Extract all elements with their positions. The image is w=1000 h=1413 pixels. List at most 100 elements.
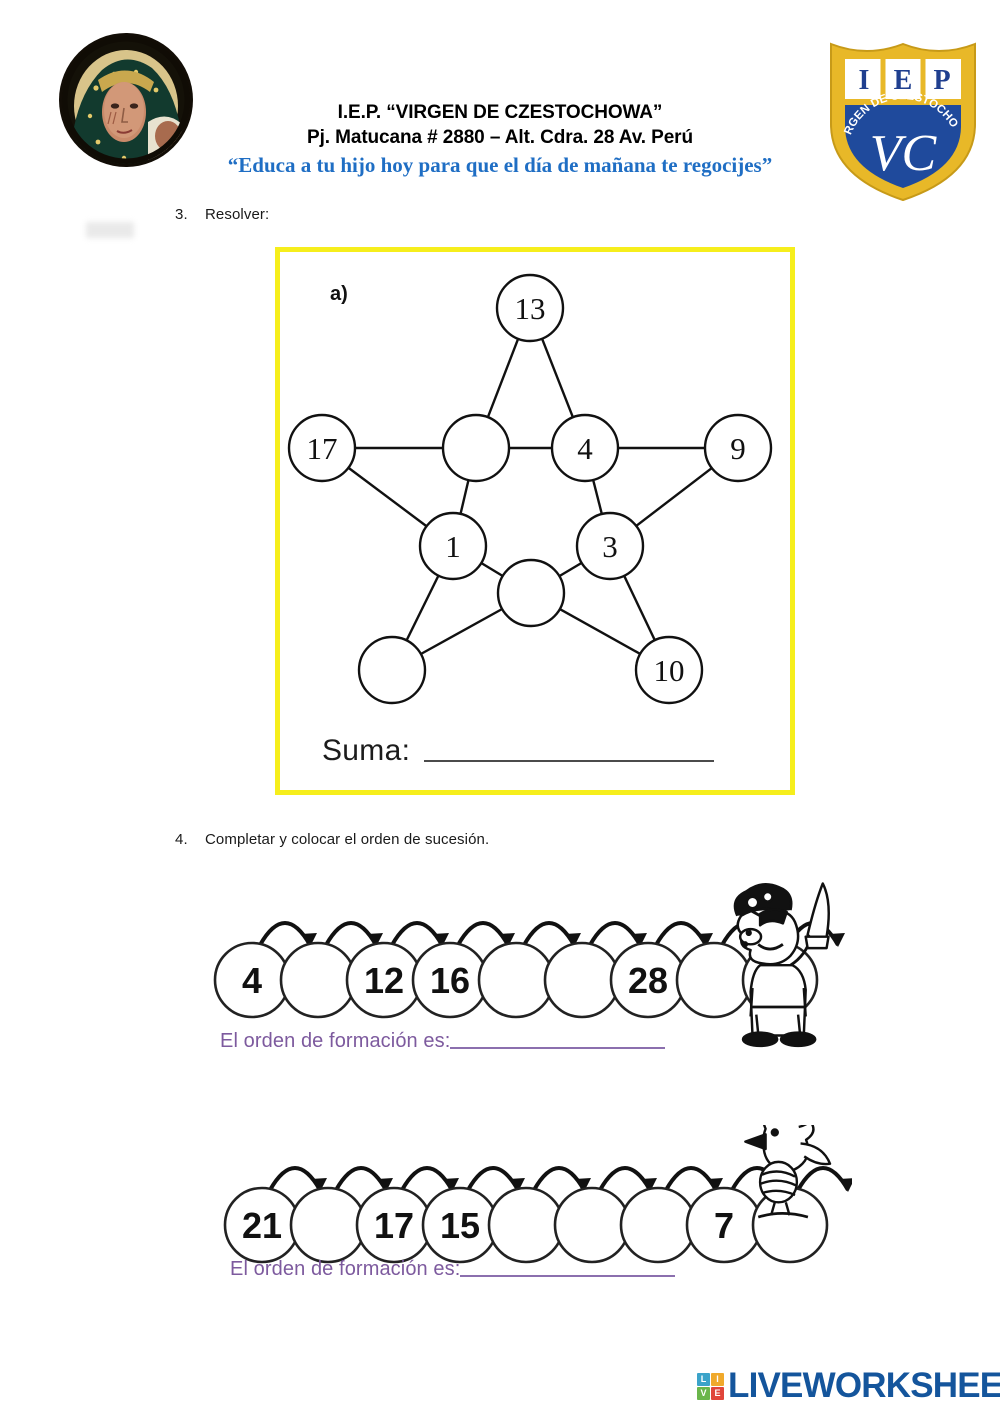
sequence-circle[interactable]: 21 bbox=[223, 1186, 301, 1264]
sequence-arrow-head bbox=[311, 1178, 327, 1192]
star-node-value: 13 bbox=[515, 291, 546, 326]
star-edge bbox=[635, 467, 713, 527]
sequence-arrow-head bbox=[499, 933, 515, 947]
sequence-arrow-head bbox=[631, 933, 647, 947]
sequence-circle[interactable] bbox=[619, 1186, 697, 1264]
sequence-circle[interactable] bbox=[543, 941, 621, 1019]
suma-answer-blank[interactable] bbox=[424, 760, 715, 762]
sequence-circle[interactable] bbox=[477, 941, 555, 1019]
star-node-top[interactable]: 13 bbox=[495, 273, 565, 343]
star-node-value: 3 bbox=[602, 529, 618, 564]
sequence-circle[interactable] bbox=[289, 1186, 367, 1264]
live-block-v: V bbox=[697, 1386, 710, 1400]
live-block-i: I bbox=[711, 1372, 724, 1386]
sequence-circle[interactable]: 16 bbox=[411, 941, 489, 1019]
sequence-arrow-head bbox=[565, 933, 581, 947]
liveworksheets-wordmark: LIVEWORKSHEETS bbox=[728, 1366, 1000, 1405]
star-node-bottom-left[interactable] bbox=[357, 635, 427, 705]
star-node-bottom-right[interactable]: 10 bbox=[634, 635, 704, 705]
school-motto: “Educa a tu hijo hoy para que el día de … bbox=[227, 153, 773, 178]
star-edge bbox=[591, 479, 604, 515]
page-header: I.E.P. “VIRGEN DE CZESTOCHOWA” Pj. Matuc… bbox=[0, 0, 1000, 203]
exercise-4-instruction: Completar y colocar el orden de sucesión… bbox=[205, 831, 490, 848]
star-node-circle bbox=[495, 273, 565, 343]
sequence-circle-value: 15 bbox=[440, 1205, 480, 1246]
order-answer-blank-2[interactable] bbox=[460, 1275, 676, 1277]
order-label-2: El orden de formación es: bbox=[230, 1258, 461, 1280]
star-edge bbox=[558, 561, 583, 578]
star-node-circle bbox=[575, 511, 645, 581]
sequence-arrow-head bbox=[839, 1178, 852, 1192]
exercise-3-number: 3. bbox=[175, 206, 188, 223]
school-address: Pj. Matucana # 2880 – Alt. Cdra. 28 Av. … bbox=[307, 127, 693, 149]
sequence-circle-outline bbox=[553, 1186, 631, 1264]
sequence-circle-value: 28 bbox=[628, 960, 668, 1001]
star-node-mid-left[interactable]: 1 bbox=[418, 511, 488, 581]
star-node-value: 9 bbox=[730, 431, 746, 466]
suma-label: Suma: bbox=[322, 734, 411, 767]
shield-monogram: VC bbox=[870, 125, 938, 182]
item-label-a: a) bbox=[330, 283, 348, 305]
sequence-arrow-head bbox=[829, 933, 845, 947]
star-node-circle bbox=[357, 635, 427, 705]
sequence-circle[interactable] bbox=[279, 941, 357, 1019]
star-node-circle bbox=[550, 413, 620, 483]
liveworksheets-logo: LIVE LIVEWORKSHEETS bbox=[697, 1366, 1000, 1406]
sequence-arrow-head bbox=[697, 933, 713, 947]
sequence-arrow-head bbox=[433, 933, 449, 947]
sequence-circle-value: 4 bbox=[242, 960, 262, 1001]
iep-shield-logo: I E P VIRGEN DE CZESTOCHOWA VC bbox=[813, 19, 988, 203]
sequence-circle[interactable] bbox=[553, 1186, 631, 1264]
scan-smudge bbox=[86, 222, 134, 238]
sequence-arrow-head bbox=[301, 933, 317, 947]
parrot-pirate-character bbox=[744, 1125, 832, 1219]
star-edge bbox=[623, 575, 656, 641]
sequence-circle[interactable]: 17 bbox=[355, 1186, 433, 1264]
star-node-mid-right[interactable]: 3 bbox=[575, 511, 645, 581]
sequence-circle[interactable]: 28 bbox=[609, 941, 687, 1019]
sequence-circle-outline bbox=[487, 1186, 565, 1264]
star-edge bbox=[459, 479, 470, 515]
shield-letter-e: E bbox=[894, 65, 913, 96]
star-node-inner-bottom[interactable] bbox=[496, 558, 566, 628]
sequence-circle-value: 21 bbox=[242, 1205, 282, 1246]
sequence-circle[interactable]: 7 bbox=[685, 1186, 763, 1264]
sequence-arrow-head bbox=[641, 1178, 657, 1192]
star-node-inner-left[interactable] bbox=[441, 413, 511, 483]
sequence-arrow-head bbox=[443, 1178, 459, 1192]
order-answer-row-2: El orden de formación es: bbox=[230, 1258, 676, 1281]
sequence-arrow-head bbox=[575, 1178, 591, 1192]
star-node-left-outer[interactable]: 17 bbox=[287, 413, 357, 483]
sequence-circle-value: 7 bbox=[714, 1205, 734, 1246]
sequence-circle[interactable] bbox=[675, 941, 753, 1019]
sequence-circle-outline bbox=[675, 941, 753, 1019]
exercise-3-heading: 3.Resolver: bbox=[175, 206, 269, 223]
star-node-right-outer[interactable]: 9 bbox=[703, 413, 773, 483]
sequence-circle[interactable] bbox=[487, 1186, 565, 1264]
sequence-circle[interactable]: 15 bbox=[421, 1186, 499, 1264]
pirate-boy-character bbox=[733, 882, 830, 1048]
sequence-circle[interactable]: 12 bbox=[345, 941, 423, 1019]
shield-letter-i: I bbox=[859, 65, 870, 96]
star-edge bbox=[480, 562, 504, 577]
sequence-circle-outline bbox=[289, 1186, 367, 1264]
order-answer-blank-1[interactable] bbox=[450, 1047, 666, 1049]
sequence-circle[interactable]: 4 bbox=[213, 941, 291, 1019]
star-node-inner-right[interactable]: 4 bbox=[550, 413, 620, 483]
exercise-4-number: 4. bbox=[175, 831, 188, 848]
suma-row: Suma: bbox=[322, 734, 715, 768]
star-node-value: 4 bbox=[577, 431, 593, 466]
exercise-4-heading: 4. Completar y colocar el orden de sucesi… bbox=[175, 831, 489, 848]
star-node-circle bbox=[418, 511, 488, 581]
live-block-l: L bbox=[697, 1372, 710, 1386]
sequence-circle-outline bbox=[543, 941, 621, 1019]
order-answer-row-1: El orden de formación es: bbox=[220, 1030, 666, 1053]
star-edge bbox=[347, 466, 428, 528]
sequence-arrow-head bbox=[707, 1178, 723, 1192]
